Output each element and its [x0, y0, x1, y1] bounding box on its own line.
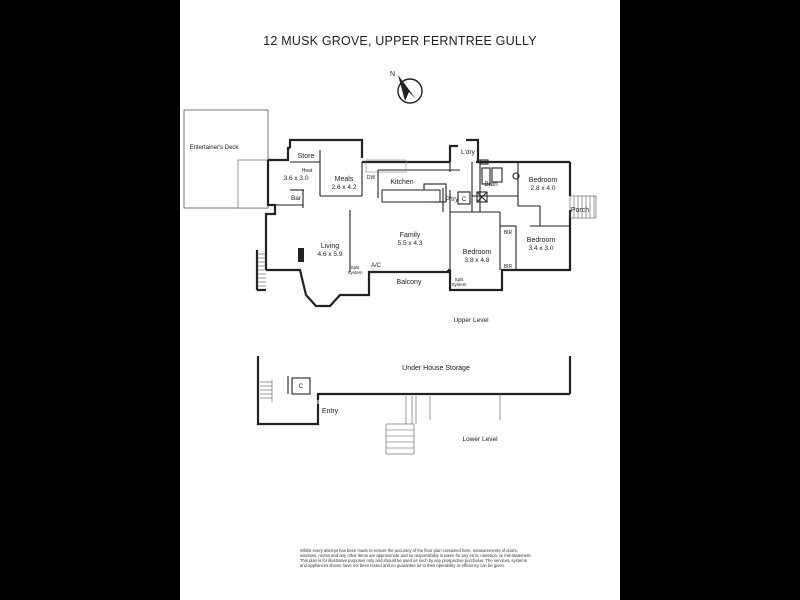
bir-upper-label: BIR	[504, 230, 513, 236]
bar-label: Bar	[291, 195, 302, 202]
property-address-title: 12 MUSK GROVE, UPPER FERNTREE GULLY	[263, 34, 537, 48]
split-system-left-sub: System	[347, 270, 362, 275]
balcony-label: Balcony	[397, 279, 422, 286]
floor-plan-sheet: 12 MUSK GROVE, UPPER FERNTREE GULLY N	[180, 0, 620, 600]
bir-lower-label: BIR	[504, 264, 513, 270]
meals-dimensions: 2.6 x 4.2	[332, 184, 357, 191]
bedroom-3-dimensions: 3.8 x 4.8	[465, 257, 490, 264]
living-label: Living	[321, 243, 339, 250]
entertainers-deck	[183, 109, 269, 209]
deck-label: Entertainer's Deck	[190, 145, 240, 151]
laundry-label: L'dry	[461, 149, 476, 156]
kitchen-island-bench	[381, 189, 441, 203]
meals-label: Meals	[335, 176, 354, 183]
upper-level-label: Upper Level	[453, 317, 489, 324]
dw-label: DW	[367, 175, 376, 181]
porch-steps	[569, 195, 597, 219]
study-dimensions: 3.6 x 3.0	[284, 175, 309, 182]
bedroom-3-label: Bedroom	[463, 249, 492, 256]
family-dimensions: 5.5 x 4.3	[398, 240, 423, 247]
store-label: Store	[298, 153, 315, 160]
split-system-right-sub: System	[451, 282, 466, 287]
lower-level-interior-walls	[287, 376, 319, 424]
bedroom-1-dimensions: 2.8 x 4.0	[531, 185, 556, 192]
split-system-left-label: Split	[351, 265, 361, 270]
heater-unit	[298, 248, 304, 262]
pantry-label: P'try	[446, 196, 460, 203]
bedroom-2-label: Bedroom	[527, 237, 556, 244]
lower-cupboard-label: C	[299, 383, 304, 390]
heat-label: Heat	[302, 168, 313, 174]
bath-label: Bath	[484, 181, 498, 188]
north-compass-icon: N	[390, 71, 423, 104]
lower-stairs	[260, 380, 501, 455]
upper-level-walls	[255, 138, 572, 308]
ac-label: A/C	[371, 263, 382, 269]
split-system-right-label: Split	[455, 277, 465, 282]
family-label: Family	[400, 232, 421, 239]
entry-label: Entry	[322, 408, 339, 415]
disclaimer-text: Whilst every attempt has been made to en…	[300, 548, 532, 568]
lower-level-label: Lower Level	[462, 436, 498, 443]
bedroom-2-dimensions: 3.4 x 3.0	[529, 245, 554, 252]
under-house-storage-label: Under House Storage	[402, 365, 470, 372]
kitchen-label: Kitchen	[390, 179, 413, 186]
compass-north-label: N	[390, 71, 395, 78]
side-stairs	[257, 253, 266, 287]
floor-plan-drawing: N	[183, 71, 597, 455]
upper-level-interior-walls	[275, 150, 570, 278]
porch-label: Porch	[571, 207, 589, 214]
bedroom-1-label: Bedroom	[529, 177, 558, 184]
bath-cupboard-label: C	[462, 197, 467, 203]
living-dimensions: 4.6 x 5.9	[318, 251, 343, 258]
